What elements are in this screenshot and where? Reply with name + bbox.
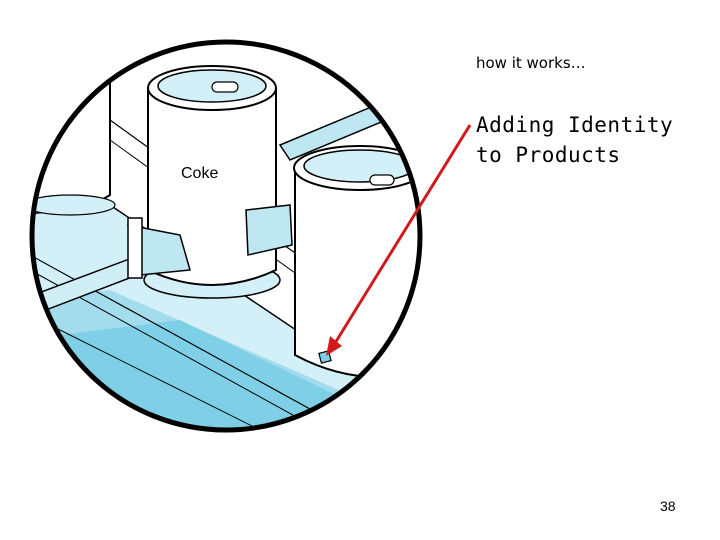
- can-label: Coke: [181, 165, 218, 182]
- page-title: Adding Identity to Products: [476, 110, 673, 170]
- page-number: 38: [660, 498, 676, 514]
- coke-can: [128, 66, 292, 298]
- subtitle: how it works…: [476, 54, 586, 72]
- left-can: [20, 60, 115, 215]
- title-line-2: to Products: [476, 140, 673, 170]
- title-line-1: Adding Identity: [476, 110, 673, 140]
